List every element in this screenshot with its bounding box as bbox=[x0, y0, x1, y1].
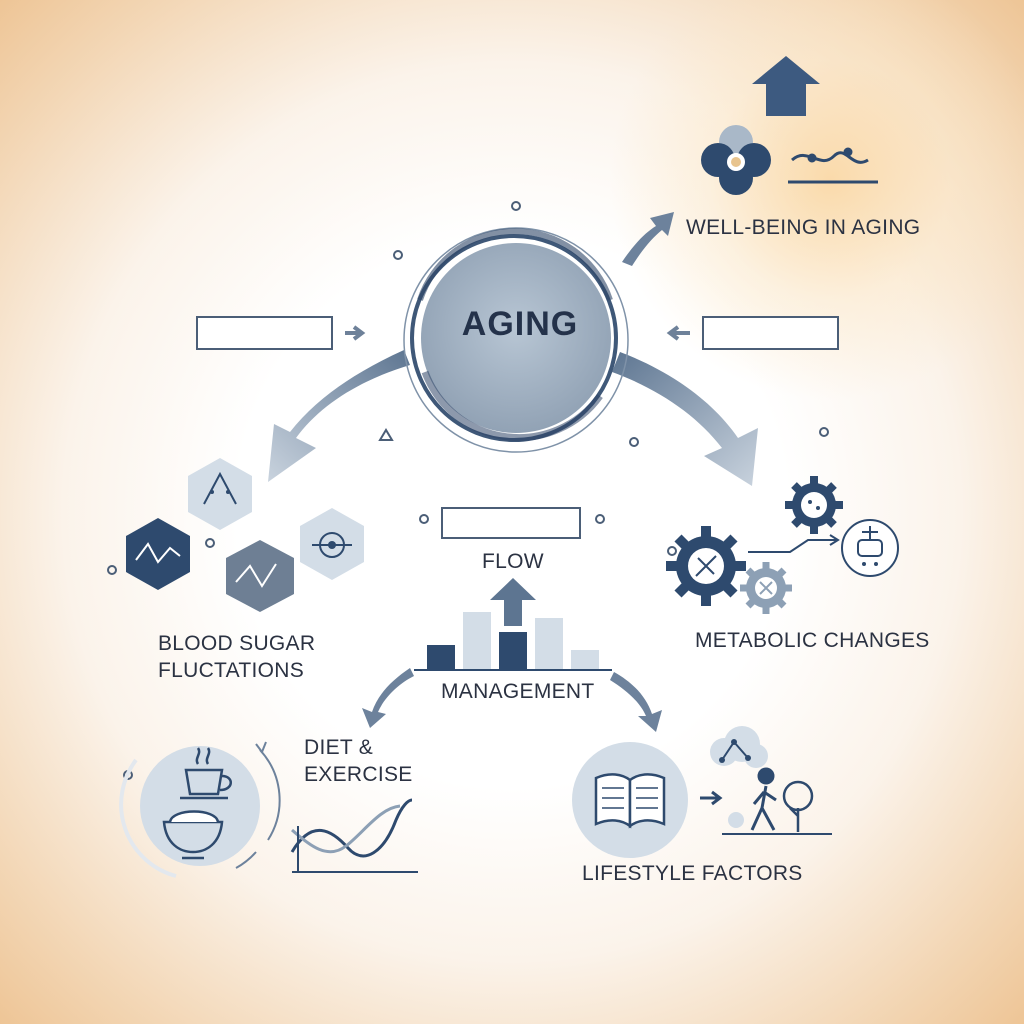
label-metabolic: METABOLIC CHANGES bbox=[695, 629, 930, 652]
empty-box-center bbox=[441, 507, 581, 539]
flower-icon bbox=[701, 125, 771, 195]
tree-icon bbox=[782, 780, 814, 832]
flow-bar-chart bbox=[414, 578, 612, 671]
cloud-icon bbox=[710, 726, 768, 768]
label-management: MANAGEMENT bbox=[441, 680, 595, 703]
empty-box-left bbox=[196, 316, 333, 350]
hexagon-chart-icon bbox=[126, 518, 190, 590]
arrow-to-diet bbox=[362, 668, 414, 728]
arrow-to-wellbeing bbox=[622, 212, 674, 266]
aging-center-node bbox=[403, 227, 629, 453]
wave-chart-icon bbox=[290, 798, 418, 873]
wave-line-icon bbox=[788, 147, 878, 184]
molecule-icon bbox=[841, 519, 899, 577]
gear-small-icon bbox=[785, 476, 843, 534]
small-arrow-left bbox=[345, 325, 366, 341]
lifestyle-arrow bbox=[700, 790, 723, 806]
decorative-dots bbox=[107, 201, 829, 780]
walking-person-icon bbox=[750, 767, 777, 831]
aging-title: AGING bbox=[461, 305, 579, 343]
diet-circle bbox=[119, 741, 281, 878]
label-blood-sugar: BLOOD SUGAR FLUCTATIONS bbox=[158, 632, 316, 682]
arrow-to-metabolic bbox=[612, 352, 758, 486]
empty-box-right bbox=[702, 316, 839, 350]
decorative-dot-lifestyle bbox=[728, 812, 744, 828]
gear-light-icon bbox=[740, 562, 792, 614]
hexagon-peak-icon bbox=[188, 458, 252, 530]
label-diet: DIET & EXERCISE bbox=[304, 736, 413, 786]
gear-icon bbox=[666, 526, 746, 606]
arrow-to-blood-sugar bbox=[268, 350, 410, 482]
label-flow: FLOW bbox=[482, 550, 544, 573]
coffee-cup-icon bbox=[180, 747, 232, 800]
hexagon-target-icon bbox=[300, 508, 364, 580]
label-wellbeing: WELL-BEING IN AGING bbox=[686, 216, 921, 239]
metabolic-connector bbox=[748, 539, 836, 553]
book-icon bbox=[594, 773, 666, 829]
label-lifestyle: LIFESTYLE FACTORS bbox=[582, 862, 803, 885]
rice-bowl-icon bbox=[162, 810, 224, 860]
arrow-to-lifestyle bbox=[610, 672, 662, 732]
up-arrow-icon bbox=[752, 56, 820, 116]
hexagon-graph-icon bbox=[226, 540, 294, 612]
small-arrow-right bbox=[666, 325, 690, 341]
